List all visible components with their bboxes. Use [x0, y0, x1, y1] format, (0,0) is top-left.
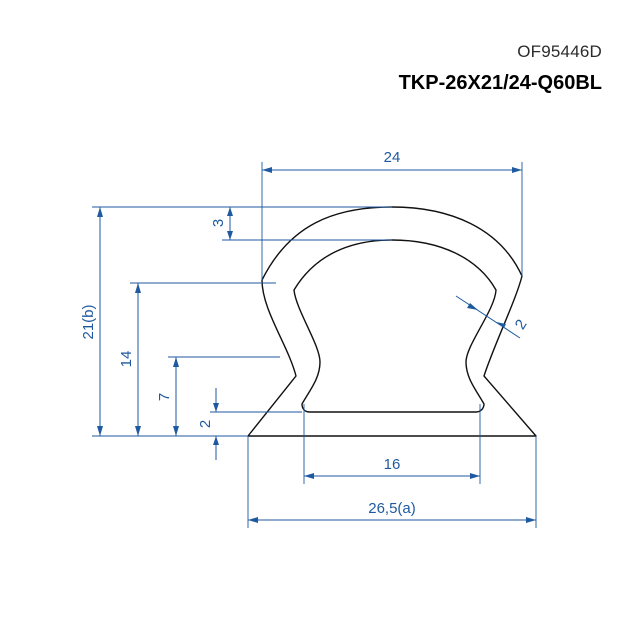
dim-slot-width: 16: [303, 404, 481, 484]
profile-outline: [247, 206, 537, 437]
arrow: [526, 517, 536, 523]
profile-inner-contour: [293, 239, 497, 413]
arrow: [304, 473, 314, 479]
arrow: [173, 426, 179, 436]
arrow: [248, 517, 258, 523]
dim-label-height-mid: 7: [156, 393, 173, 401]
dim-top-thickness: 3: [210, 207, 392, 241]
dim-label-width-top: 24: [384, 149, 401, 166]
dim-height-inner: 14: [118, 282, 276, 436]
dim-label-wall: 2: [512, 317, 531, 333]
dim-label-base-width: 26,5(a): [368, 500, 416, 517]
arrow: [173, 357, 179, 367]
arrow: [97, 426, 103, 436]
dim-label-slot-width: 16: [384, 456, 401, 473]
arrow: [135, 283, 141, 293]
dim-base-thickness: 2: [197, 388, 302, 460]
dim-label-height-inner: 14: [118, 351, 135, 368]
arrow: [227, 207, 233, 216]
dim-label-height-total: 21(b): [80, 304, 97, 339]
dim-line: [455, 295, 521, 339]
arrow: [227, 231, 233, 240]
dim-base-width: 26,5(a): [247, 436, 537, 528]
dim-height-total: 21(b): [80, 206, 392, 437]
dim-height-mid: 7: [156, 356, 280, 436]
arrow: [213, 403, 219, 412]
profile-outer-contour: [247, 206, 537, 437]
arrow: [467, 303, 478, 310]
dim-label-base-thickness: 2: [197, 420, 214, 428]
drawing-code: OF95446D: [517, 42, 602, 61]
arrow: [262, 167, 272, 173]
arrow: [213, 436, 219, 445]
arrow: [512, 167, 522, 173]
dim-width-top: 24: [261, 149, 523, 280]
arrow: [470, 473, 480, 479]
arrow: [135, 426, 141, 436]
dim-label-top-thickness: 3: [210, 219, 227, 227]
arrow: [97, 207, 103, 217]
arrow: [496, 322, 506, 328]
profile-name: TKP-26X21/24-Q60BL: [398, 72, 602, 94]
